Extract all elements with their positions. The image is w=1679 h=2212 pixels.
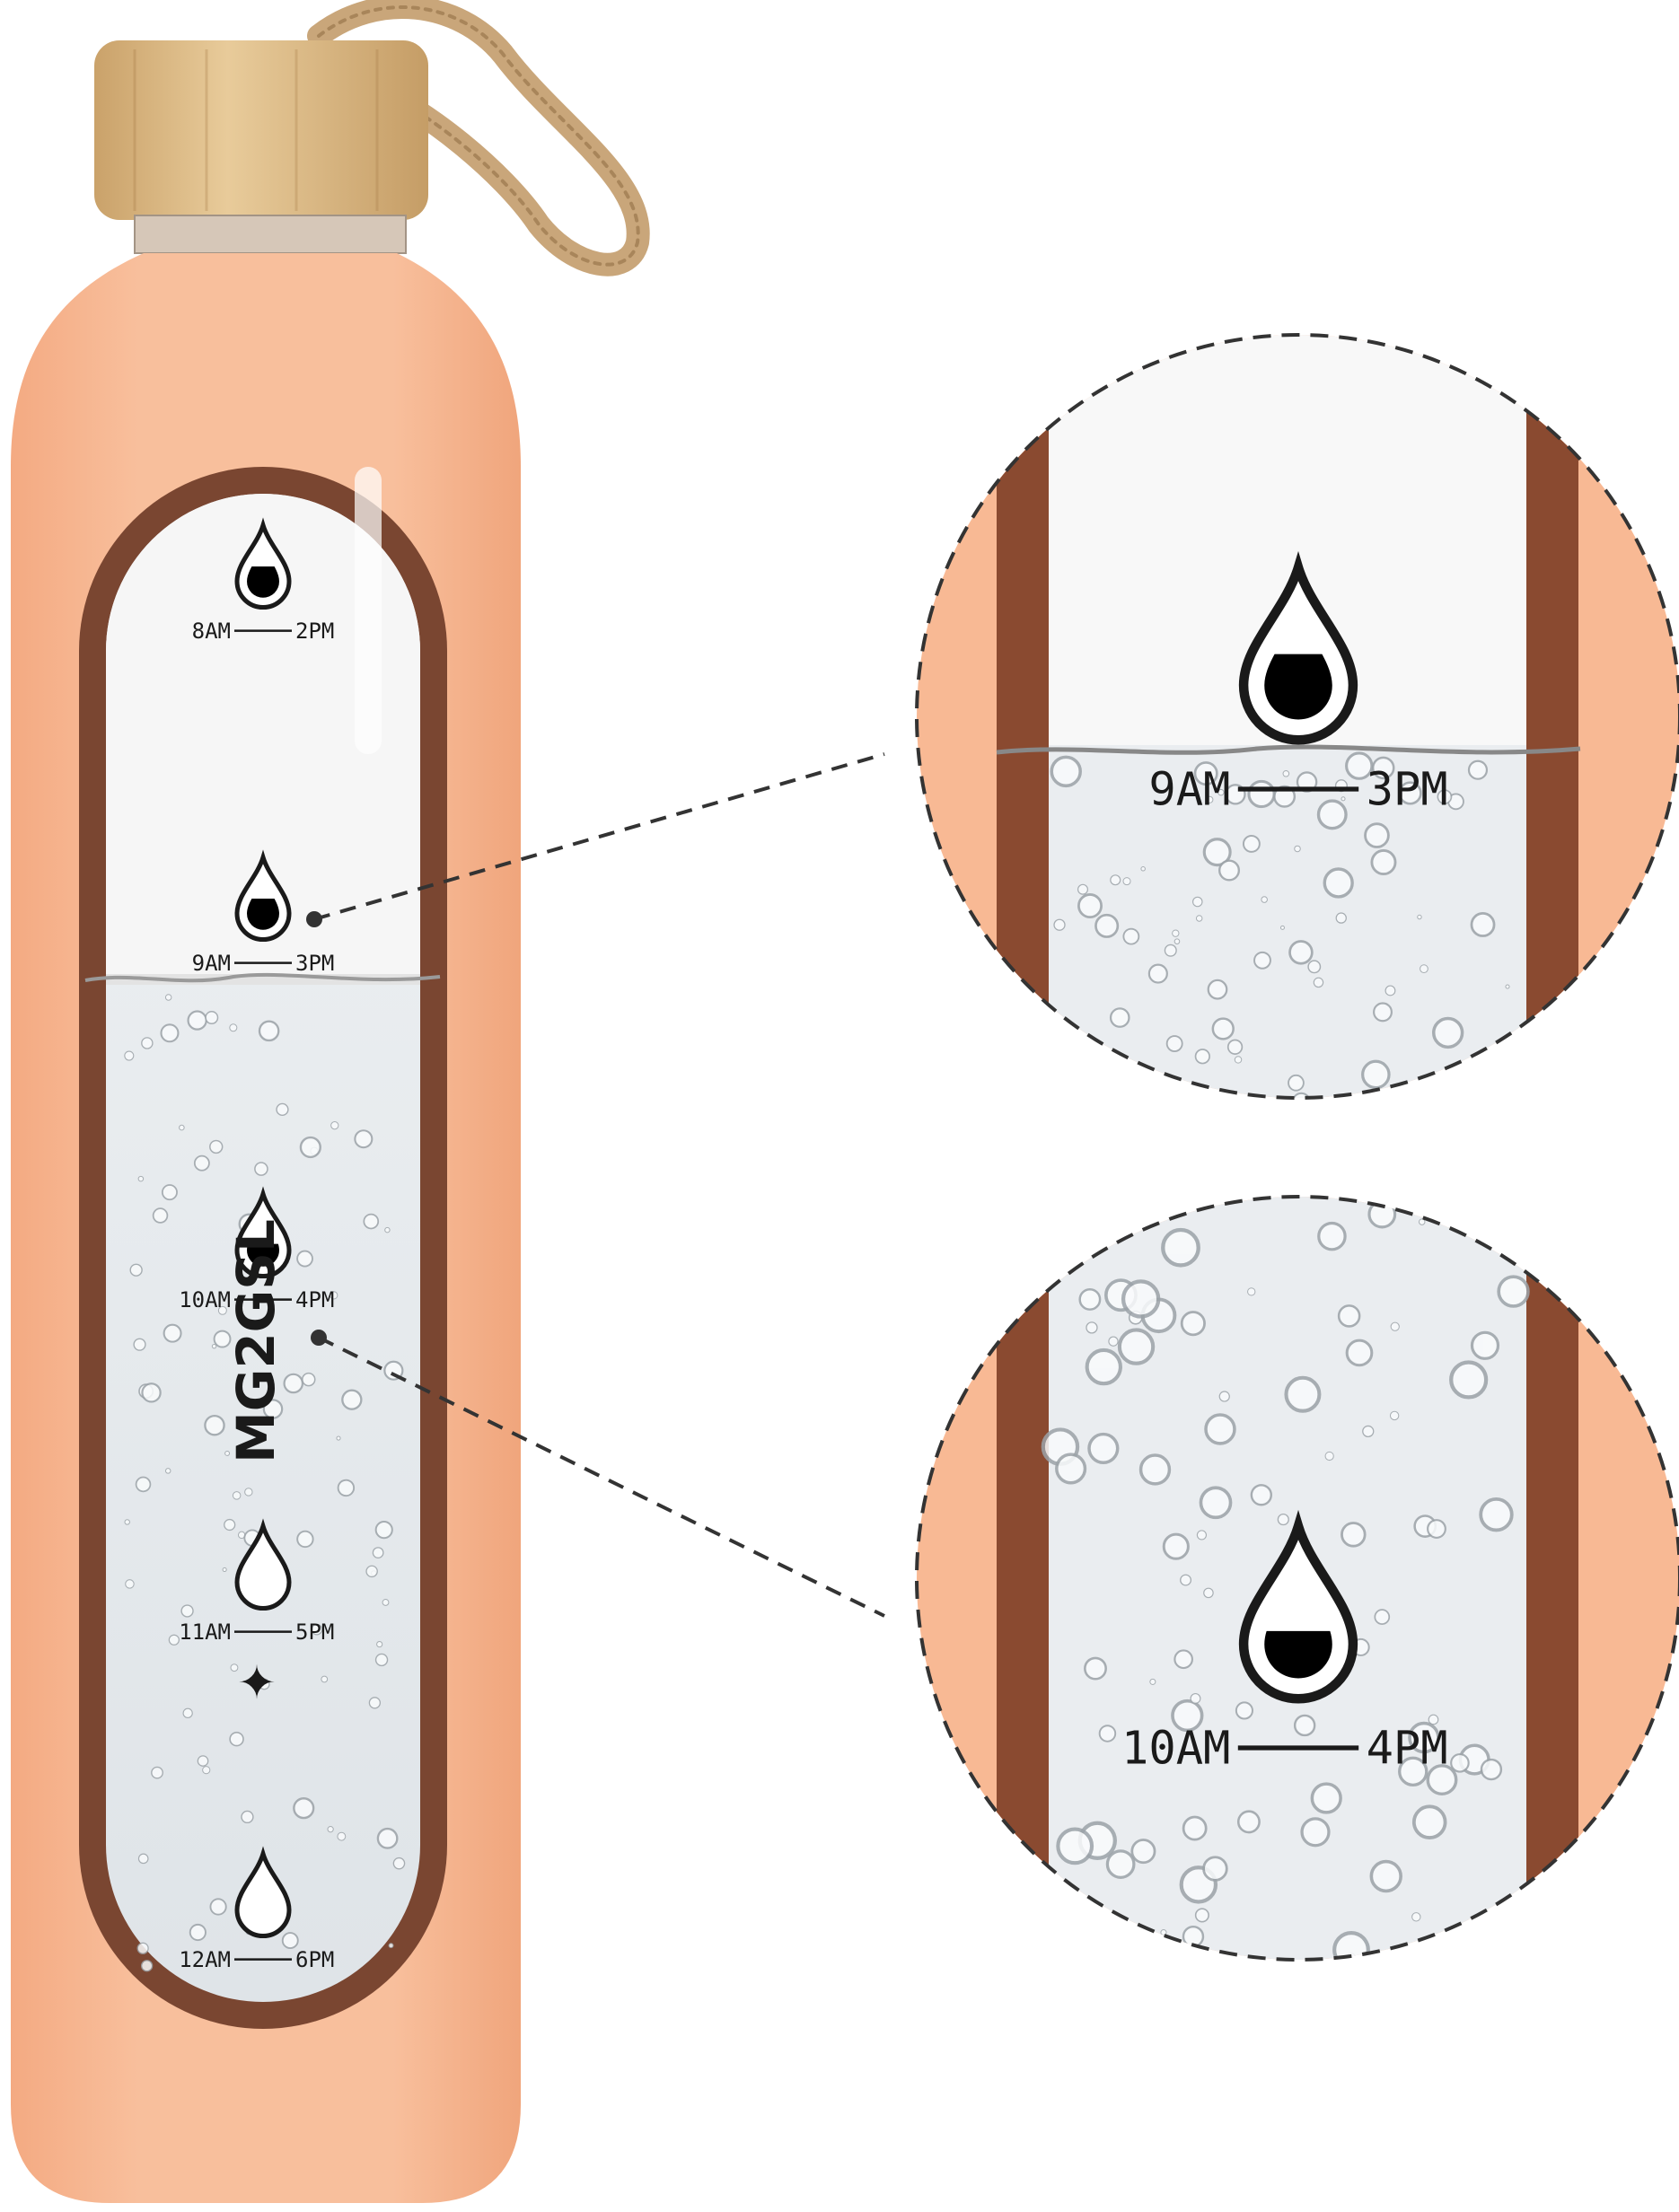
leader-anchor-top xyxy=(306,911,322,927)
water-surface xyxy=(84,972,441,983)
bubbles xyxy=(124,994,406,1972)
water-drop-icon xyxy=(234,1846,292,1938)
bottle-markers: 8AM 2PM 9AM 3PM 10AM 4PM 11AM 5PM 12AM 6PM xyxy=(179,517,334,1972)
water-drop-icon xyxy=(1238,1509,1358,1704)
time-marker: 11AM 5PM xyxy=(179,1518,334,1645)
time-marker: 9AM 3PM xyxy=(192,849,334,976)
water-bottle: 8AM 2PM 9AM 3PM 10AM 4PM 11AM 5PM 12AM 6PM MG2GSL… xyxy=(11,0,650,2203)
leader-anchor-bottom xyxy=(311,1330,327,1346)
water-drop-icon xyxy=(234,849,292,942)
marker-right-time: 5PM xyxy=(295,1620,334,1645)
leader-line-bottom xyxy=(318,1336,885,1618)
brand-logo: MG2GSL xyxy=(225,1219,286,1463)
brand-star-icon: ✦ xyxy=(232,1662,286,1701)
marker-left-time: 9AM xyxy=(1148,763,1230,816)
marker-right-time: 4PM xyxy=(295,1287,334,1312)
marker-right-time: 2PM xyxy=(295,619,334,644)
marker-left-time: 9AM xyxy=(192,951,231,976)
marker-right-time: 6PM xyxy=(295,1947,334,1972)
marker-left-time: 10AM xyxy=(179,1287,231,1312)
zoom-circle-bottom: 10AM 4PM xyxy=(915,1195,1679,1962)
marker-left-time: 8AM xyxy=(192,619,231,644)
marker-left-time: 11AM xyxy=(179,1620,231,1645)
time-marker: 8AM 2PM xyxy=(192,517,334,644)
water-drop-icon xyxy=(234,517,292,610)
neck-band xyxy=(134,215,407,254)
zoom-circle-top: 9AM 3PM xyxy=(915,333,1679,1100)
water-drop-icon xyxy=(234,1186,292,1278)
marker-right-time: 4PM xyxy=(1367,1722,1448,1775)
zoom-leaders xyxy=(313,752,885,1618)
water-drop-icon xyxy=(1238,550,1358,745)
marker-right-time: 3PM xyxy=(1367,763,1448,816)
water-drop-icon xyxy=(234,1518,292,1611)
leader-line-top xyxy=(313,752,885,921)
marker-right-time: 3PM xyxy=(295,951,334,976)
bamboo-cap xyxy=(94,40,428,220)
time-marker: 9AM 3PM xyxy=(1148,550,1448,816)
time-marker: 10AM 4PM xyxy=(179,1186,334,1312)
marker-left-time: 12AM xyxy=(179,1947,231,1972)
time-marker: 10AM 4PM xyxy=(1121,1509,1448,1775)
time-marker: 12AM 6PM xyxy=(179,1846,334,1972)
marker-left-time: 10AM xyxy=(1121,1722,1230,1775)
